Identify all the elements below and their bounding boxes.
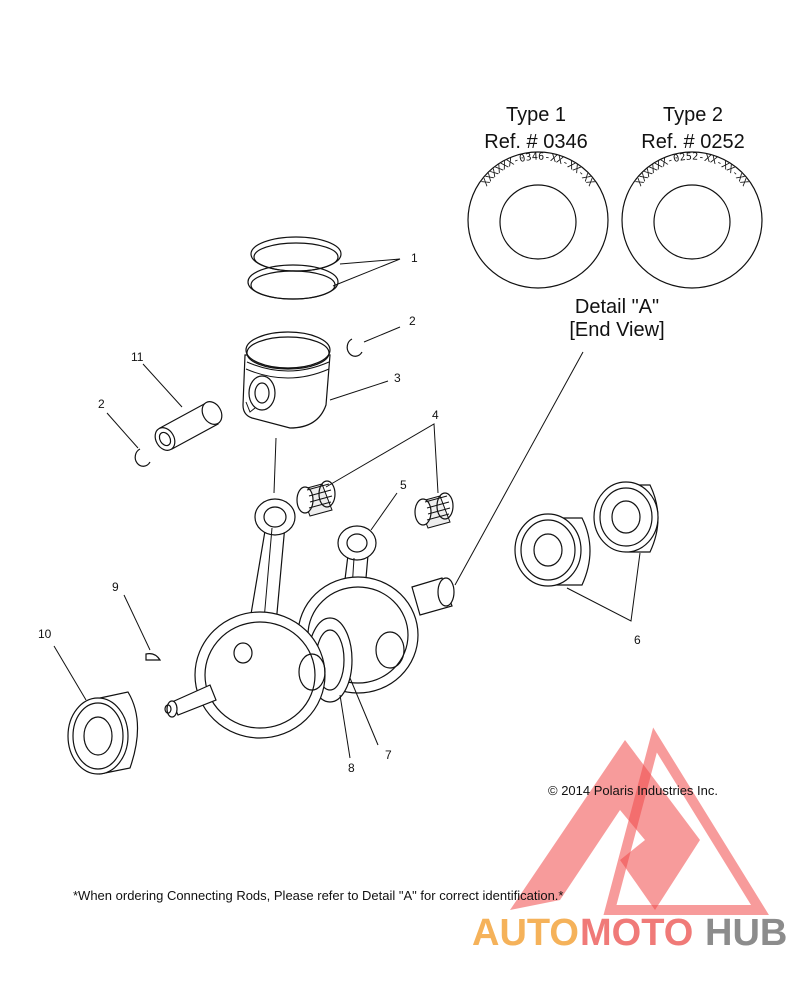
type1-title: Type 1 (506, 104, 566, 126)
type2-end-view: XXXXXX-0252-XX-XX-XX (621, 151, 763, 289)
woodruff-key (123, 594, 162, 661)
type1-ref: Ref. # 0346 (484, 131, 587, 153)
callout-3: 3 (394, 371, 401, 385)
main-bearings-right (514, 481, 659, 622)
watermark-moto: MOTO (580, 912, 693, 954)
crankshaft-assembly (164, 437, 455, 759)
detail-a: Type 1 Ref. # 0346 Type 2 Ref. # 0252 XX… (454, 104, 763, 586)
automotohub-watermark: AUTO MOTO HUB (472, 727, 787, 954)
footnote-text: *When ordering Connecting Rods, Please r… (73, 888, 563, 903)
callout-8: 8 (348, 761, 355, 775)
type2-ref: Ref. # 0252 (641, 131, 744, 153)
callout-9: 9 (112, 580, 119, 594)
callout-10: 10 (38, 627, 52, 641)
circlip-left (106, 412, 151, 467)
type2-title: Type 2 (663, 104, 723, 126)
watermark-auto: AUTO (472, 912, 579, 954)
callout-6: 6 (634, 633, 641, 647)
callout-4: 4 (432, 408, 439, 422)
detail-label: Detail "A" (575, 296, 659, 318)
callout-11: 11 (131, 350, 144, 364)
type1-end-view: XXXXXX-0346-XX-XX-XX (467, 151, 609, 289)
callout-1: 1 (411, 251, 418, 265)
detail-leader-line (454, 351, 584, 586)
callout-7: 7 (385, 748, 392, 762)
callout-numbers: 1 2 2 3 4 5 6 7 8 9 10 11 (38, 251, 641, 775)
detail-sublabel: [End View] (569, 319, 664, 341)
copyright-text: © 2014 Polaris Industries Inc. (548, 783, 718, 798)
callout-2-right: 2 (409, 314, 416, 328)
callout-2-left: 2 (98, 397, 105, 411)
piston-rings (247, 236, 401, 300)
main-bearing-left (53, 645, 139, 775)
wrist-pin (142, 363, 223, 451)
needle-bearings (296, 423, 454, 529)
piston (242, 331, 389, 429)
circlip-right (346, 326, 401, 357)
watermark-hub: HUB (705, 912, 787, 954)
callout-5: 5 (400, 478, 407, 492)
